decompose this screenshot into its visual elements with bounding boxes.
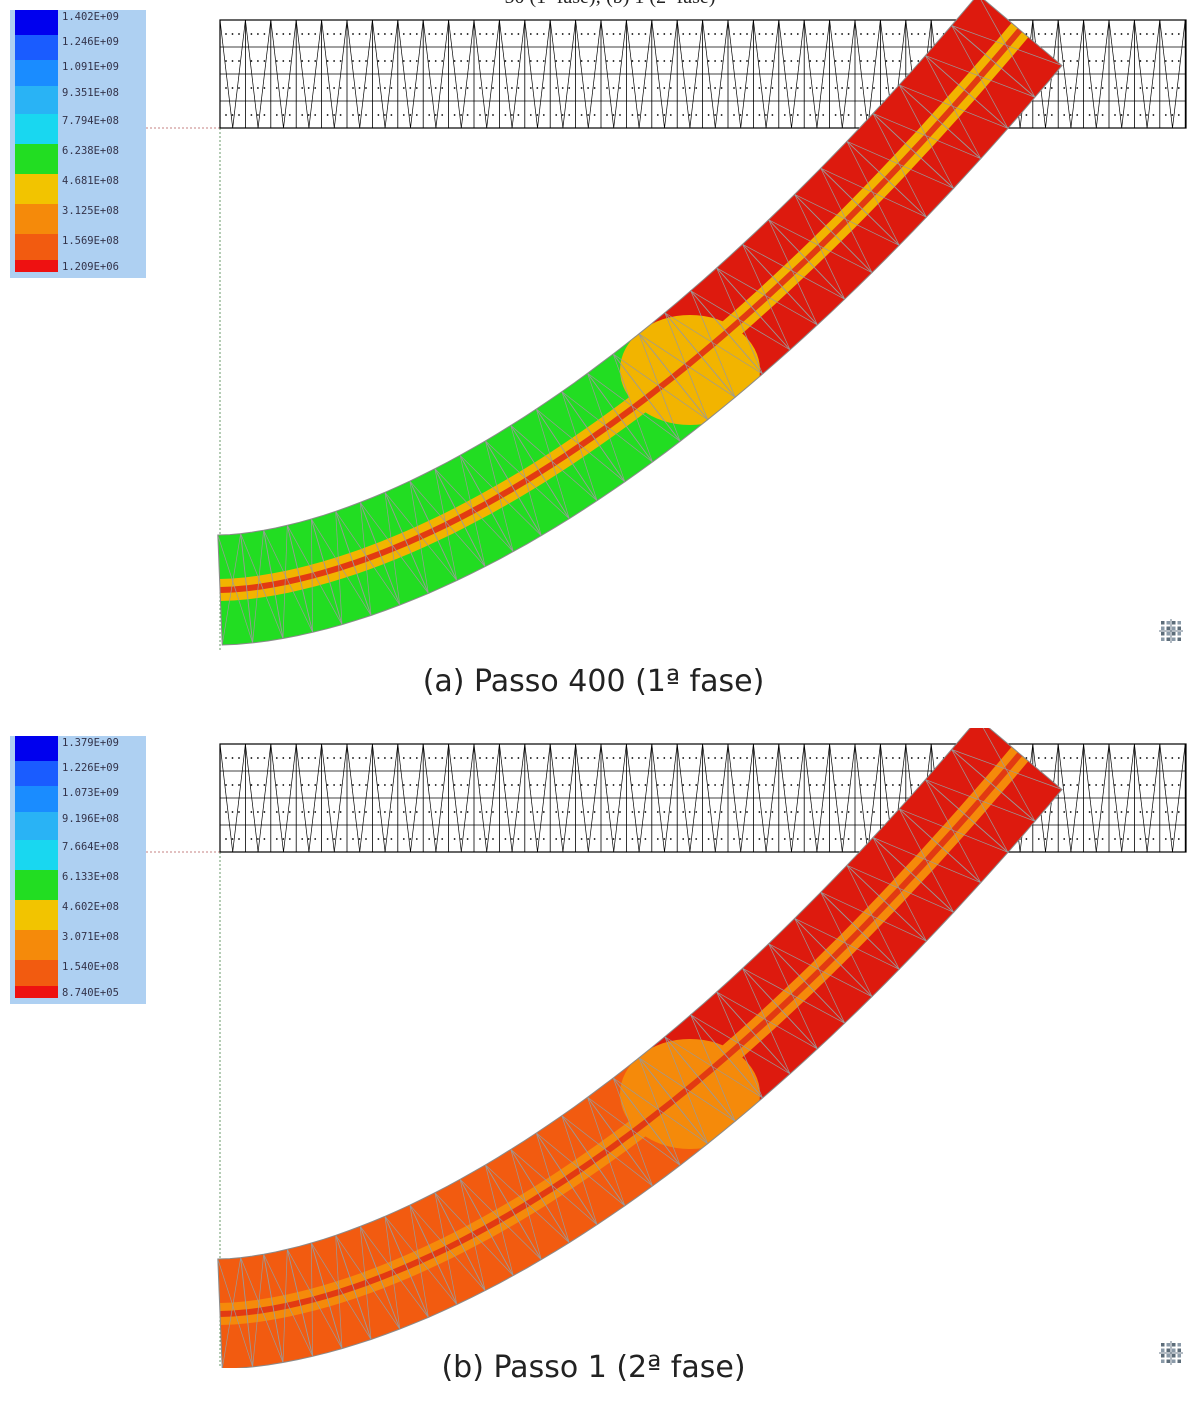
legend-row: 1.226E+09 bbox=[10, 761, 146, 786]
legend-label: 1.073E+09 bbox=[62, 787, 119, 799]
legend-swatch bbox=[15, 786, 58, 812]
legend-row: 6.238E+08 bbox=[10, 144, 146, 174]
legend-row: 8.740E+05 bbox=[10, 986, 146, 999]
legend-swatch bbox=[15, 812, 58, 840]
legend-label: 1.379E+09 bbox=[62, 737, 119, 749]
legend-swatch bbox=[15, 234, 58, 260]
caption-b: (b) Passo 1 (2ª fase) bbox=[441, 1350, 746, 1385]
legend-b: 1.379E+09 1.226E+09 1.073E+09 9.196E+08 7.66… bbox=[10, 736, 146, 1004]
legend-row: 1.540E+08 bbox=[10, 960, 146, 986]
legend-label: 6.238E+08 bbox=[62, 145, 119, 157]
legend-swatch bbox=[15, 86, 58, 114]
legend-label: 9.196E+08 bbox=[62, 813, 119, 825]
legend-label: 4.602E+08 bbox=[62, 901, 119, 913]
legend-swatch bbox=[15, 960, 58, 986]
legend-row: 1.379E+09 bbox=[10, 736, 146, 761]
legend-swatch bbox=[15, 260, 58, 272]
legend-row: 7.794E+08 bbox=[10, 114, 146, 144]
legend-label: 7.664E+08 bbox=[62, 841, 119, 853]
legend-row: 1.569E+08 bbox=[10, 234, 146, 260]
legend-label: 1.402E+09 bbox=[62, 11, 119, 23]
cropped-caption: 50 (1ª fase); (b) 1 (2ª fase) bbox=[400, 0, 820, 9]
legend-label: 3.071E+08 bbox=[62, 931, 119, 943]
legend-label: 9.351E+08 bbox=[62, 87, 119, 99]
legend-row: 3.071E+08 bbox=[10, 930, 146, 960]
mesh-view-a bbox=[146, 0, 1187, 652]
legend-row: 1.209E+06 bbox=[10, 260, 146, 273]
zoom-fit-icon[interactable] bbox=[1158, 618, 1184, 644]
legend-row: 1.246E+09 bbox=[10, 35, 146, 60]
zoom-fit-glyph bbox=[1159, 619, 1183, 643]
legend-row: 9.196E+08 bbox=[10, 812, 146, 840]
legend-label: 1.569E+08 bbox=[62, 235, 119, 247]
legend-row: 1.402E+09 bbox=[10, 10, 146, 35]
legend-swatch bbox=[15, 986, 58, 998]
legend-swatch bbox=[15, 870, 58, 900]
legend-row: 4.602E+08 bbox=[10, 900, 146, 930]
legend-label: 1.091E+09 bbox=[62, 61, 119, 73]
legend-label: 4.681E+08 bbox=[62, 175, 119, 187]
legend-swatch bbox=[15, 60, 58, 86]
caption-a: (a) Passo 400 (1ª fase) bbox=[422, 664, 765, 699]
legend-swatch bbox=[15, 761, 58, 786]
panel-b: 1.379E+09 1.226E+09 1.073E+09 9.196E+08 7.66… bbox=[0, 728, 1187, 1401]
legend-label: 6.133E+08 bbox=[62, 871, 119, 883]
legend-label: 1.209E+06 bbox=[62, 261, 119, 273]
legend-swatch bbox=[15, 114, 58, 144]
panel-a: 1.402E+09 1.246E+09 1.091E+09 9.351E+08 7.79… bbox=[10, 0, 1187, 699]
legend-row: 3.125E+08 bbox=[10, 204, 146, 234]
legend-row: 1.073E+09 bbox=[10, 786, 146, 812]
legend-row: 4.681E+08 bbox=[10, 174, 146, 204]
legend-label: 7.794E+08 bbox=[62, 115, 119, 127]
legend-label: 1.540E+08 bbox=[62, 961, 119, 973]
legend-label: 1.226E+09 bbox=[62, 762, 119, 774]
legend-row: 6.133E+08 bbox=[10, 870, 146, 900]
legend-row: 7.664E+08 bbox=[10, 840, 146, 870]
legend-swatch bbox=[15, 840, 58, 870]
legend-label: 3.125E+08 bbox=[62, 205, 119, 217]
legend-a: 1.402E+09 1.246E+09 1.091E+09 9.351E+08 7.79… bbox=[10, 10, 146, 278]
legend-swatch bbox=[15, 35, 58, 60]
zoom-fit-glyph bbox=[1159, 1341, 1183, 1365]
legend-row: 1.091E+09 bbox=[10, 60, 146, 86]
legend-swatch bbox=[15, 930, 58, 960]
legend-swatch bbox=[15, 174, 58, 204]
legend-swatch bbox=[15, 144, 58, 174]
legend-swatch bbox=[15, 900, 58, 930]
legend-label: 8.740E+05 bbox=[62, 987, 119, 999]
legend-swatch bbox=[15, 10, 58, 35]
mesh-view-b bbox=[146, 728, 1187, 1368]
zoom-fit-icon[interactable] bbox=[1158, 1340, 1184, 1366]
legend-label: 1.246E+09 bbox=[62, 36, 119, 48]
legend-swatch bbox=[15, 204, 58, 234]
legend-row: 9.351E+08 bbox=[10, 86, 146, 114]
legend-swatch bbox=[15, 736, 58, 761]
